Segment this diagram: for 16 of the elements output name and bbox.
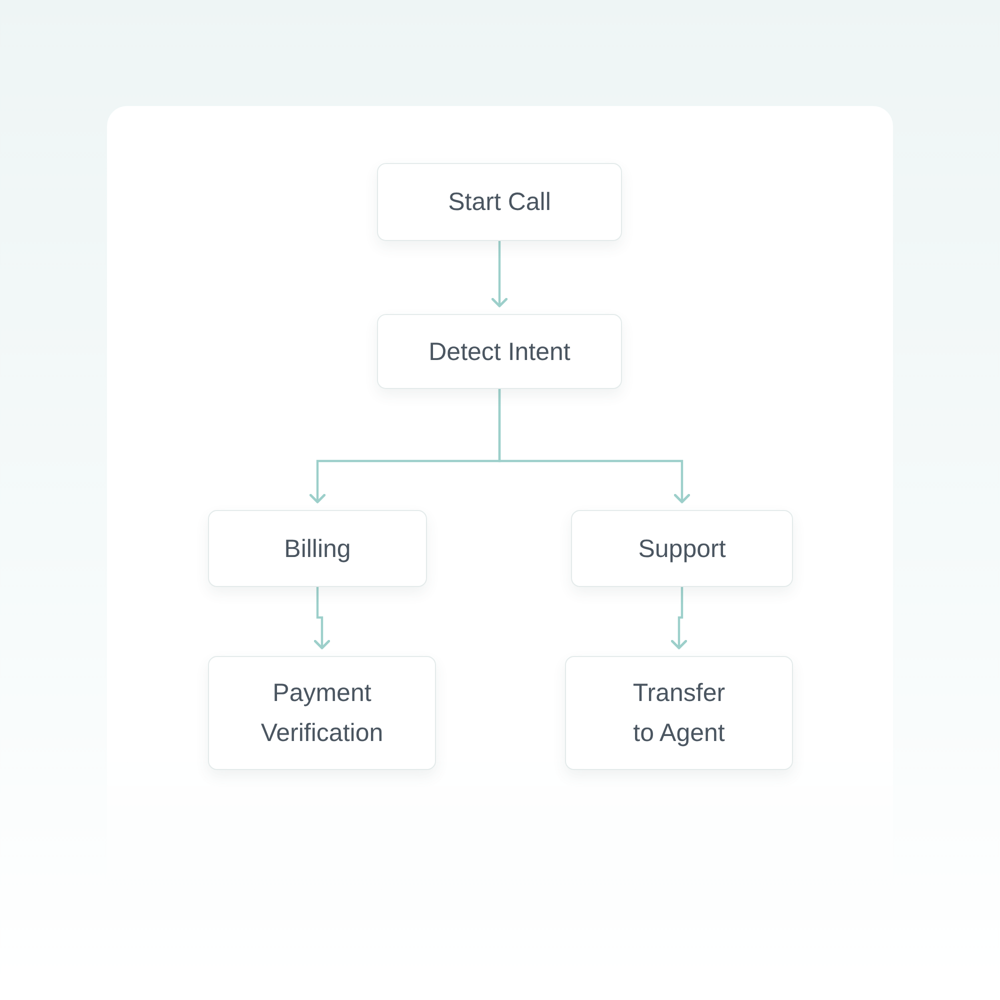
- node-label: Start Call: [448, 187, 551, 218]
- process-box: [377, 163, 622, 241]
- process-box: [377, 314, 622, 389]
- node-label: Support: [638, 534, 726, 564]
- node-label: Billing: [284, 534, 351, 564]
- process-box: [565, 656, 793, 770]
- arrow: [314, 587, 330, 650]
- process-box: [208, 656, 436, 770]
- node-label: Payment Verification: [260, 678, 384, 749]
- arrow: [491, 241, 508, 308]
- process-box: [208, 510, 427, 587]
- arrow: [498, 389, 690, 504]
- process-box: [571, 510, 793, 587]
- arrow: [670, 587, 688, 650]
- node-label: Detect Intent: [428, 336, 570, 368]
- node-label: Transfer to Agent: [632, 678, 726, 749]
